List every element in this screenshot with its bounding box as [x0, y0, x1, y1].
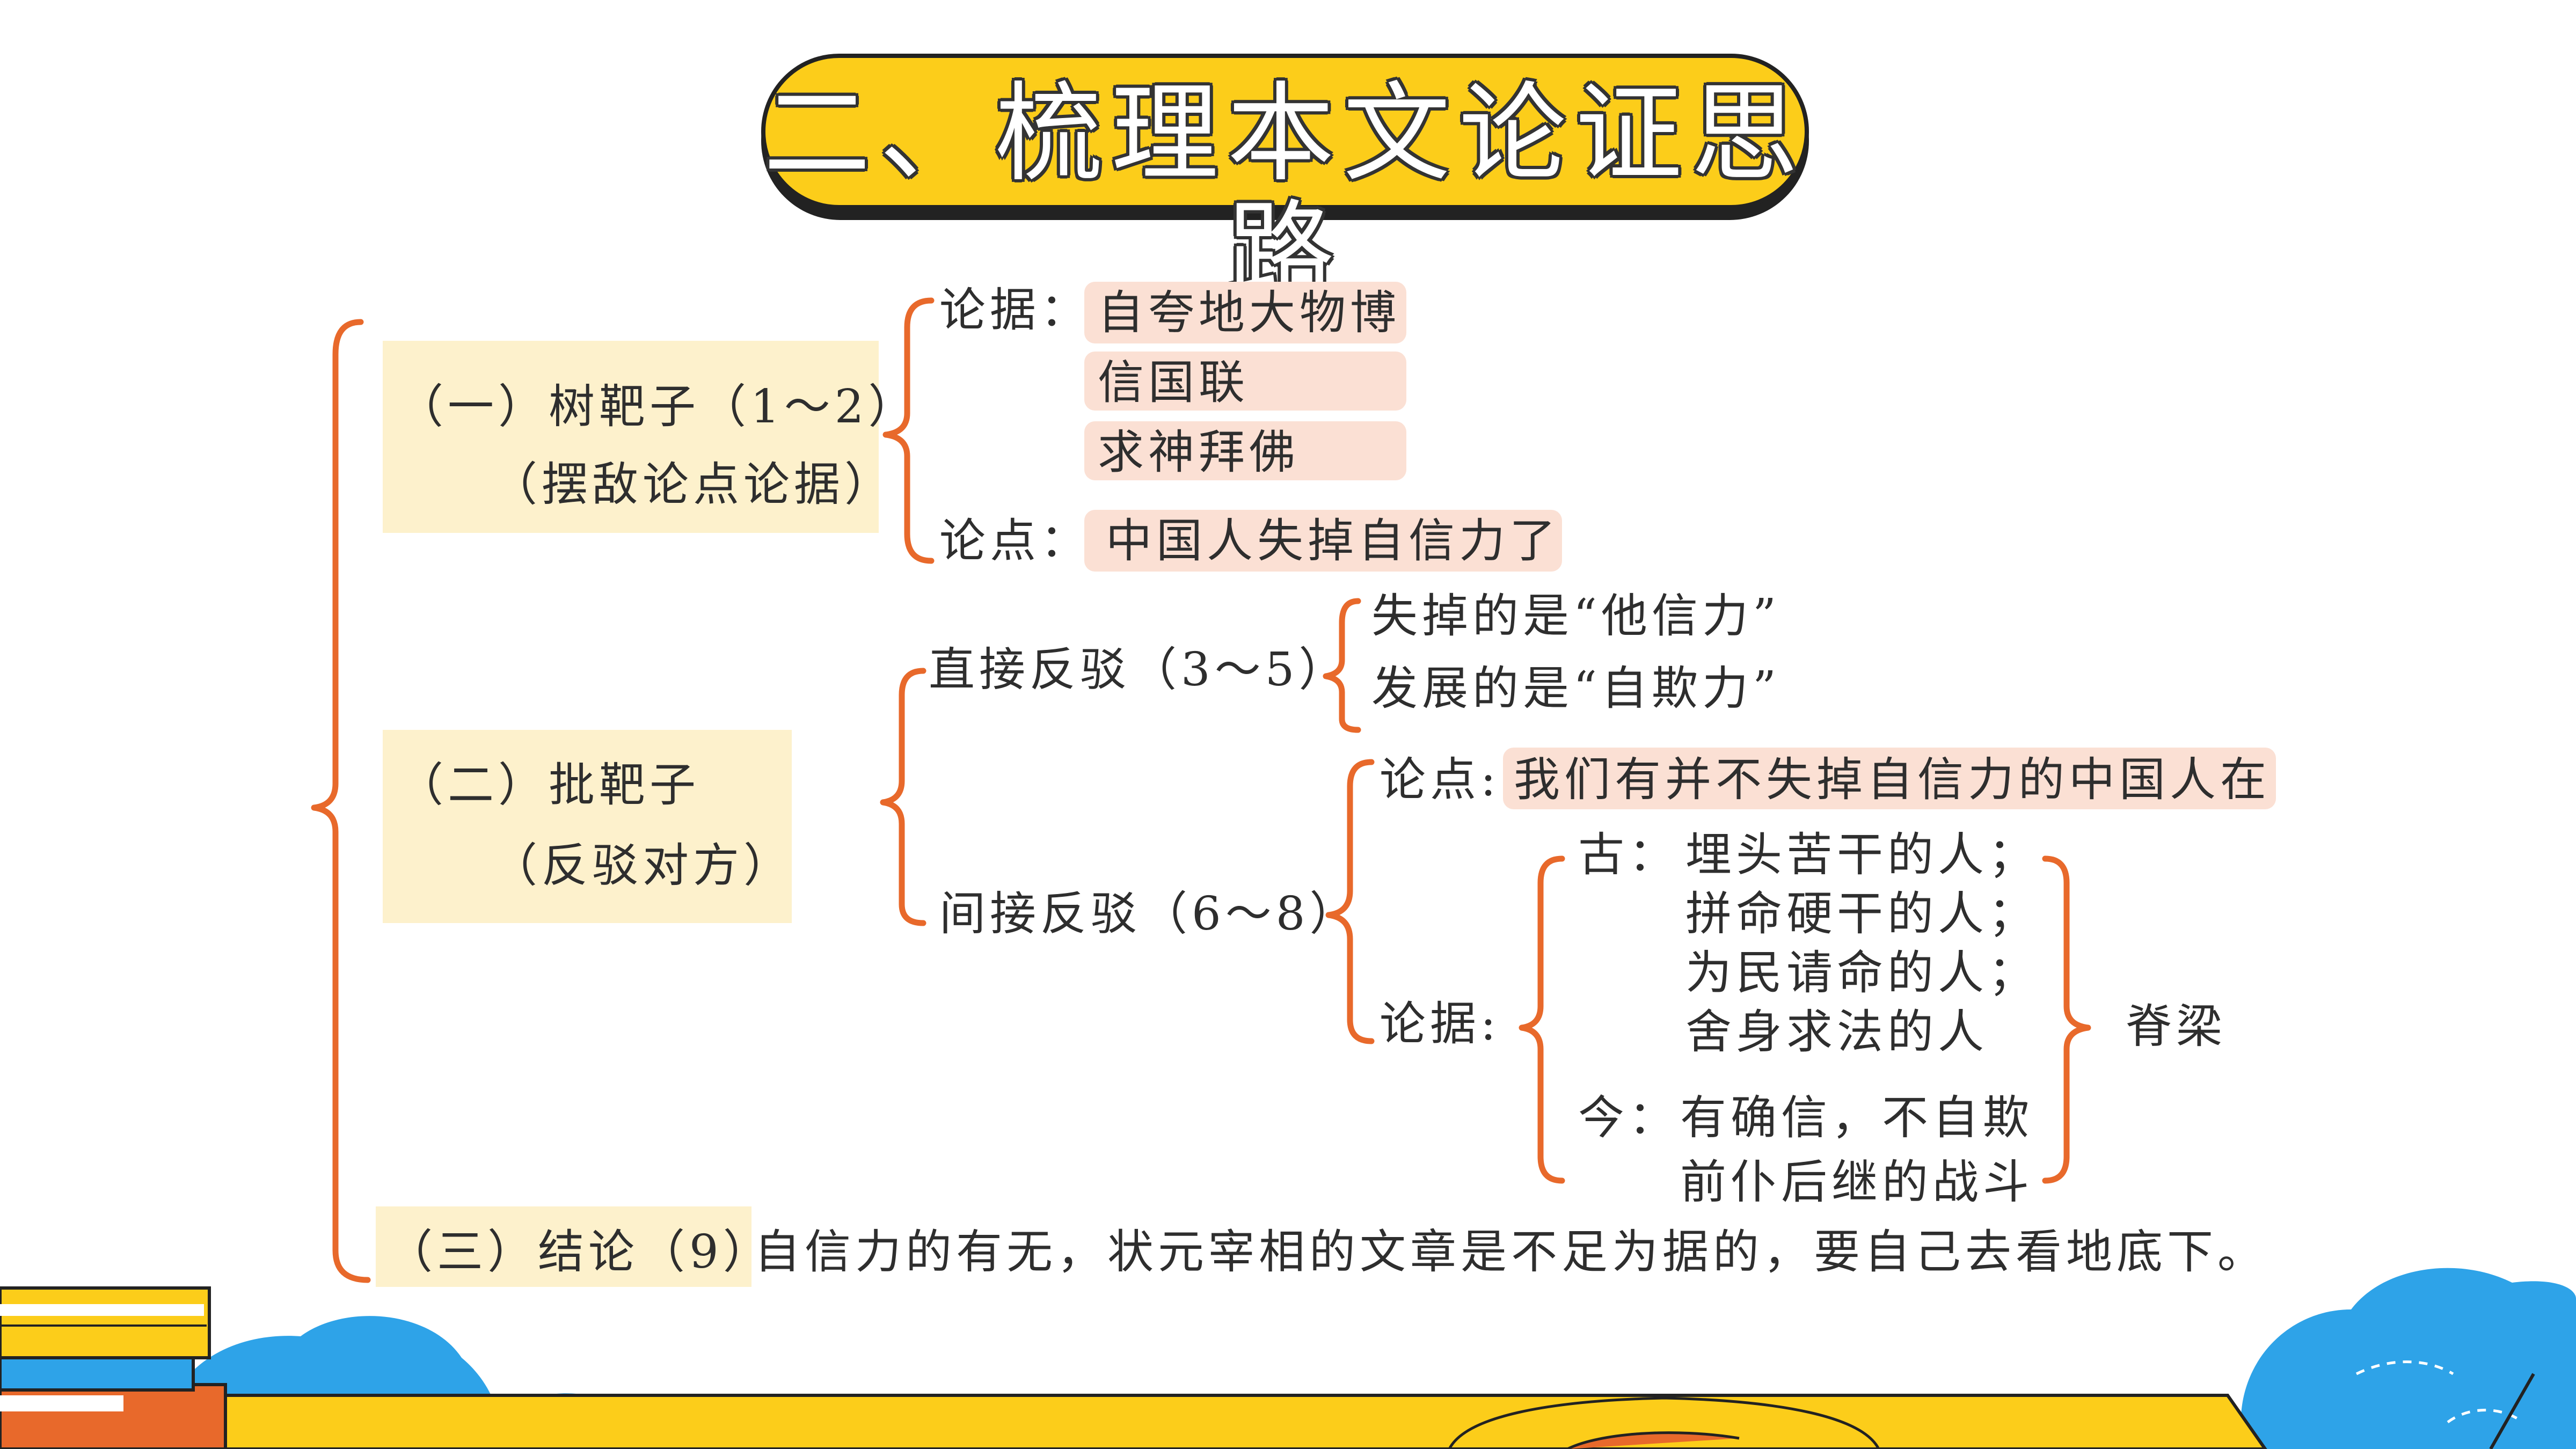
indirect-evidence-label: 论据: [1380, 997, 1500, 1051]
evidence-brace [1519, 855, 1565, 1184]
spine-result: 脊梁 [2126, 1000, 2227, 1053]
right-cloud [2241, 1268, 2576, 1449]
direct-item-1: 失掉的是“他信力” [1371, 589, 1780, 643]
direct-item-2: 发展的是“自欺力” [1371, 662, 1780, 715]
spine-brace [2042, 855, 2091, 1184]
indirect-thesis: 我们有并不失掉自信力的中国人在 [1514, 753, 2271, 807]
title-banner [761, 54, 1809, 209]
evidence-item-1: 自夸地大物博 [1098, 286, 1400, 340]
part2-box [383, 730, 792, 923]
part1-thesis-label: 论点： [939, 514, 1091, 568]
ancient-item-3: 为民请命的人； [1685, 946, 2039, 1000]
part3-box [376, 1206, 751, 1287]
direct-brace [1323, 598, 1361, 733]
modern-item-2: 前仆后继的战斗 [1680, 1155, 2033, 1209]
evidence-highlight-3 [1084, 421, 1406, 480]
part1-evidence-label: 论据： [939, 283, 1091, 337]
indirect-brace [1325, 759, 1375, 1044]
part1-sublabel: （摆敌论点论据） [491, 458, 895, 511]
part2-sublabel: （反驳对方） [491, 839, 794, 892]
thesis-highlight [1084, 510, 1562, 572]
part1-label: （一）树靶子（1～2） [397, 380, 919, 434]
evidence-highlight-2 [1084, 352, 1406, 411]
part2-brace [880, 668, 926, 926]
evidence-item-3: 求神拜佛 [1098, 426, 1300, 479]
part3-conclusion: 自信力的有无，状元宰相的文章是不足为据的，要自己去看地底下。 [754, 1225, 2268, 1279]
ancient-item-2: 拼命硬干的人； [1685, 887, 2039, 941]
direct-rebuttal-label: 直接反驳（3～5） [929, 643, 1349, 697]
indirect-rebuttal-label: 间接反驳（6～8） [939, 887, 1360, 941]
book-stack-icon [0, 1286, 227, 1449]
modern-label: 今： [1578, 1091, 1679, 1145]
indirect-thesis-highlight [1503, 748, 2276, 809]
ancient-label: 古： [1578, 828, 1679, 882]
part2-label: （二）批靶子 [397, 758, 700, 812]
indirect-thesis-label: 论点: [1380, 753, 1500, 807]
part1-thesis: 中国人失掉自信力了 [1106, 514, 1560, 568]
part1-brace [882, 297, 935, 564]
evidence-highlight-1 [1084, 282, 1406, 343]
modern-item-1: 有确信，不自欺 [1680, 1091, 2033, 1145]
part1-box [383, 341, 879, 533]
evidence-item-2: 信国联 [1098, 356, 1249, 409]
ancient-item-1: 埋头苦干的人； [1685, 828, 2039, 882]
main-brace [311, 319, 371, 1283]
ancient-item-4: 舍身求法的人 [1685, 1005, 1988, 1059]
part3-label: （三）结论（9） [386, 1225, 773, 1279]
